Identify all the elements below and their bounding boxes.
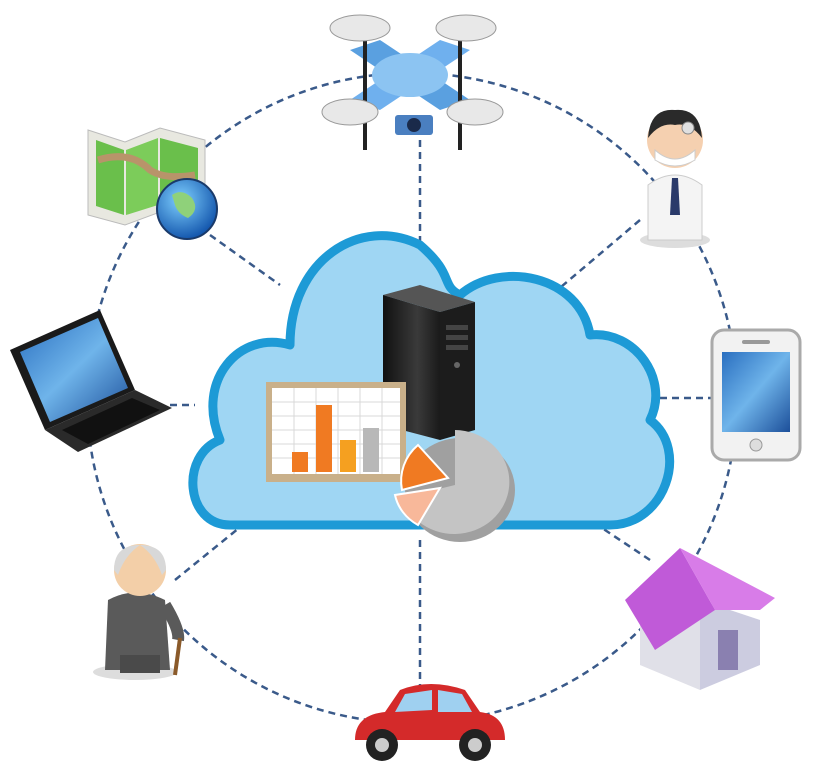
elderly-person-icon [93, 544, 185, 680]
bar-chart-icon [266, 382, 406, 482]
house-icon [625, 548, 775, 690]
map-globe-icon [87, 127, 218, 240]
pie-chart-icon [393, 430, 515, 542]
car-icon [355, 684, 505, 761]
laptop-icon [10, 310, 172, 452]
doctor-icon [640, 109, 710, 248]
drone-icon [321, 14, 504, 150]
smartphone-icon [710, 328, 802, 462]
